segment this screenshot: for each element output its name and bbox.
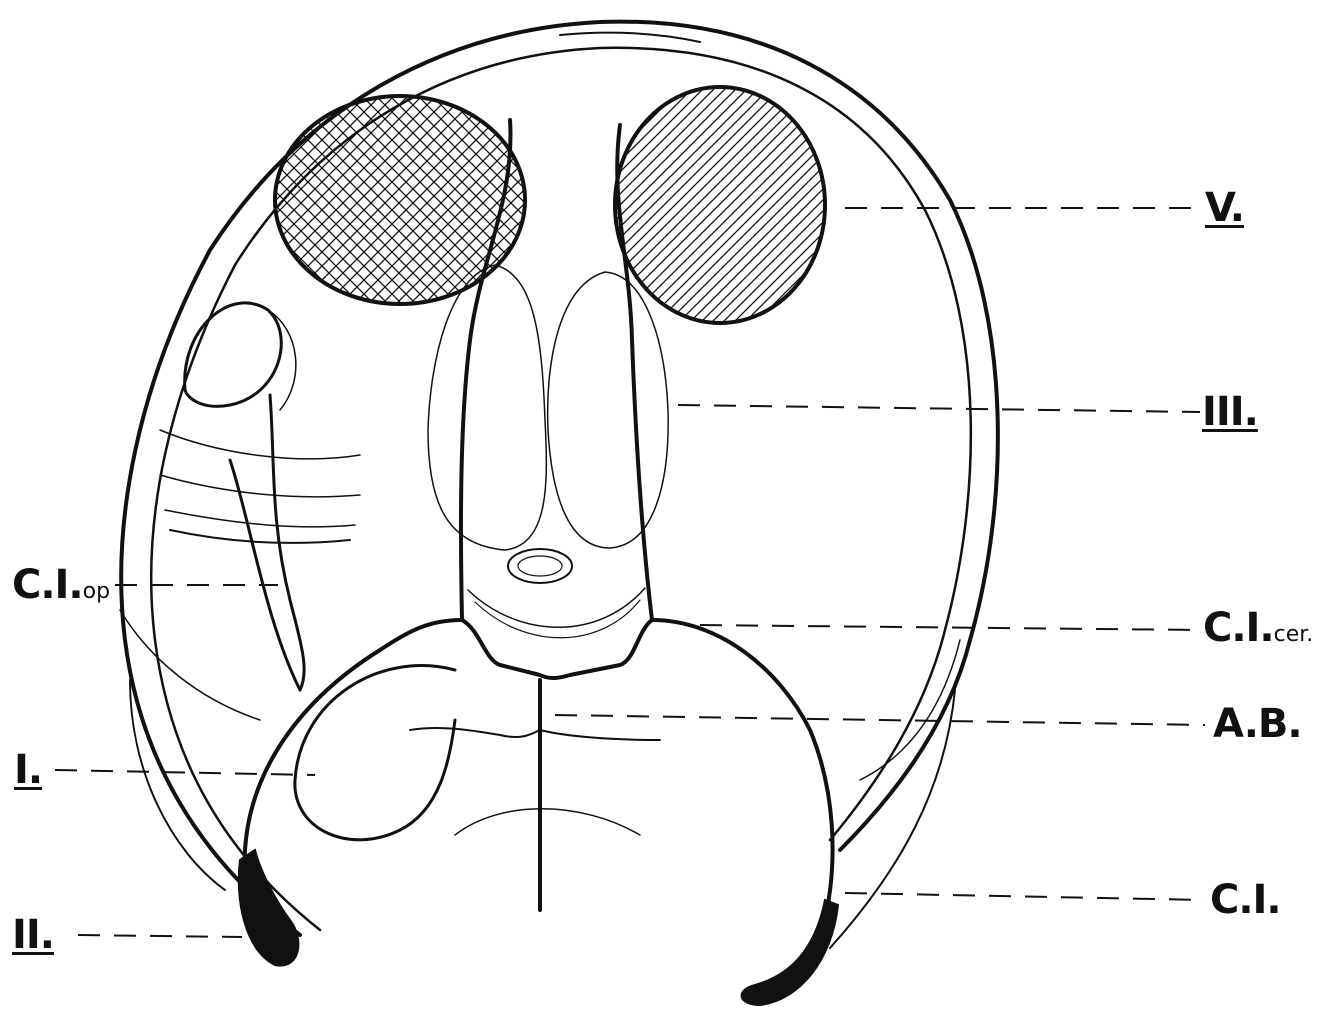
label-C-I-op-main: C.I. bbox=[12, 562, 83, 608]
left-compound-eye bbox=[275, 96, 525, 304]
head-capsule-outline bbox=[121, 22, 998, 935]
label-II: II. bbox=[12, 915, 54, 955]
label-C-I-op: C.I.op bbox=[12, 565, 110, 605]
label-C-I-cer: C.I.cer. bbox=[1203, 608, 1313, 648]
label-I: I. bbox=[14, 750, 42, 790]
label-C-I: C.I. bbox=[1210, 880, 1281, 920]
right-club bbox=[742, 900, 838, 1005]
label-C-I-cer-sub: cer. bbox=[1274, 622, 1314, 647]
label-A-B: A.B. bbox=[1213, 704, 1302, 744]
left-antennal-socket bbox=[160, 303, 360, 543]
right-compound-eye bbox=[615, 87, 825, 323]
label-V: V. bbox=[1205, 188, 1244, 228]
label-C-I-cer-main: C.I. bbox=[1203, 605, 1274, 651]
label-III: III. bbox=[1202, 392, 1258, 432]
label-C-I-op-sub: op bbox=[83, 579, 110, 604]
left-club bbox=[239, 850, 299, 966]
